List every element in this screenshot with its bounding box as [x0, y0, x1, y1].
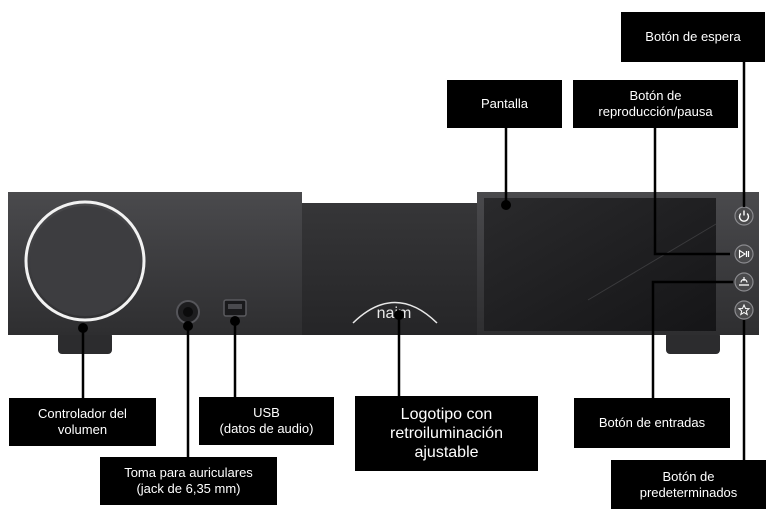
play-pause-icon	[738, 249, 750, 259]
display-screen	[484, 198, 716, 331]
naim-logo-arc	[352, 301, 438, 324]
left-foot	[58, 332, 112, 354]
usb-label: USB (datos de audio)	[199, 397, 334, 445]
play-pause-button[interactable]	[734, 244, 754, 264]
volume-knob[interactable]	[24, 200, 146, 322]
volume-label: Controlador del volumen	[9, 398, 156, 446]
logo-label: Logotipo con retroiluminación ajustable	[355, 396, 538, 471]
presets-label: Botón de predeterminados	[611, 460, 766, 509]
inputs-button[interactable]	[734, 272, 754, 292]
power-icon	[738, 210, 750, 222]
leader-dots	[78, 200, 511, 333]
input-icon	[739, 277, 749, 286]
leader-lines	[81, 60, 746, 462]
inputs-label: Botón de entradas	[574, 398, 730, 448]
right-foot	[666, 332, 720, 354]
standby-button[interactable]	[734, 206, 754, 226]
star-icon	[737, 303, 751, 316]
standby-label: Botón de espera	[621, 12, 765, 62]
center-panel	[302, 203, 477, 335]
headphones-label: Toma para auriculares (jack de 6,35 mm)	[100, 457, 277, 505]
play-pause-label: Botón de reproducción/pausa	[573, 80, 738, 128]
display-label: Pantalla	[447, 80, 562, 128]
presets-button[interactable]	[734, 300, 754, 320]
naim-logo: naim	[377, 305, 412, 322]
